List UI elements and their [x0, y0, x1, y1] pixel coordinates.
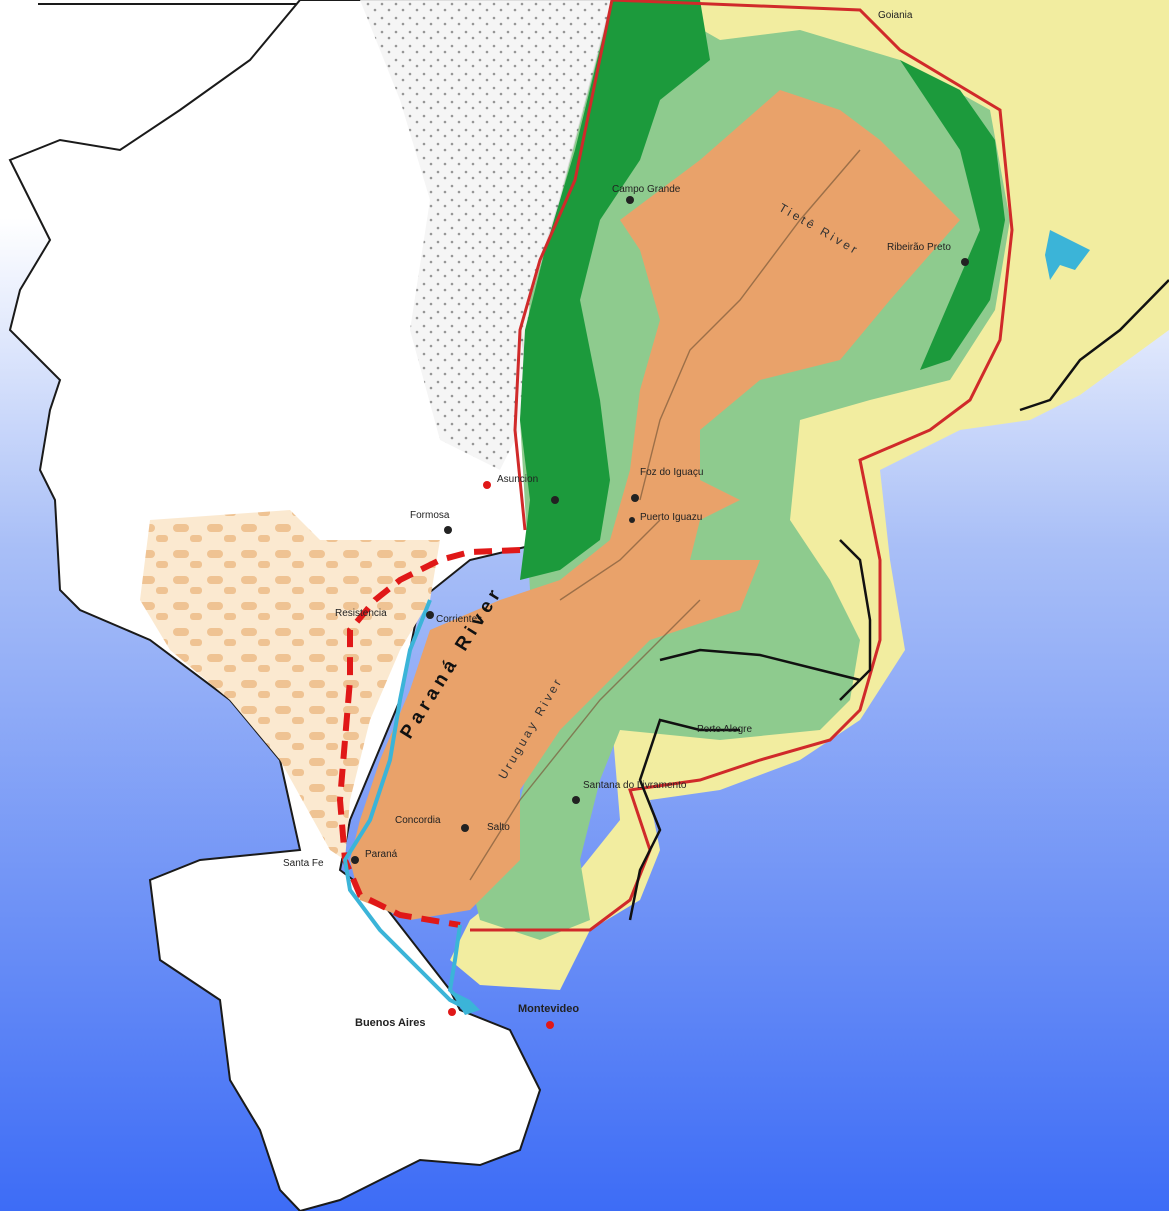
country-border	[628, 279, 1169, 921]
city-marker	[629, 517, 635, 523]
city-marker	[448, 1008, 456, 1016]
city-marker	[461, 824, 469, 832]
city-marker	[426, 611, 434, 619]
city-label-campo-grande: Campo Grande	[612, 184, 681, 195]
city-marker	[961, 258, 969, 266]
city-label-puerto-iguazu: Puerto Iguazu	[640, 512, 702, 523]
river-estuary	[450, 990, 480, 1015]
city-marker	[572, 796, 580, 804]
city-label-salto: Salto	[487, 822, 510, 833]
city-marker	[351, 856, 359, 864]
city-label-ribeirao-preto: Ribeirão Preto	[887, 242, 951, 253]
parana-river-line	[342, 599, 471, 1012]
city-label-resistencia: Resistencia	[335, 608, 387, 619]
city-label-concordia: Concordia	[395, 815, 441, 826]
city-marker	[551, 496, 559, 504]
city-marker	[444, 526, 452, 534]
city-label-santa-fe: Santa Fe	[283, 858, 324, 869]
reservoir-east	[1045, 230, 1090, 280]
city-label-santana-livramento: Santana do Livramento	[583, 780, 687, 791]
city-label-formosa: Formosa	[410, 510, 450, 521]
dashed-boundary	[336, 547, 521, 928]
city-label-parana: Paraná	[365, 849, 398, 860]
city-marker	[483, 481, 491, 489]
forest-dark-west	[520, 0, 710, 580]
pantanal-dotted	[360, 0, 612, 470]
city-label-goiania: Goiania	[878, 10, 913, 21]
forest-dark-east	[900, 60, 1005, 370]
city-label-foz-do-iguacu: Foz do Iguaçu	[640, 467, 703, 478]
city-label-buenos-aires: Buenos Aires	[355, 1017, 426, 1029]
city-markers	[351, 196, 969, 1029]
city-label-corrientes: Corrientes	[436, 614, 482, 625]
city-label-porto-alegre: Porto Alegre	[697, 724, 752, 735]
city-label-asuncion: Asuncion	[497, 474, 538, 485]
city-marker	[546, 1021, 554, 1029]
lowland-orange	[350, 90, 960, 920]
city-marker	[626, 196, 634, 204]
city-label-montevideo: Montevideo	[518, 1003, 579, 1015]
chaco-region	[140, 510, 440, 860]
city-marker	[631, 494, 639, 502]
tributary-lines	[469, 149, 861, 881]
